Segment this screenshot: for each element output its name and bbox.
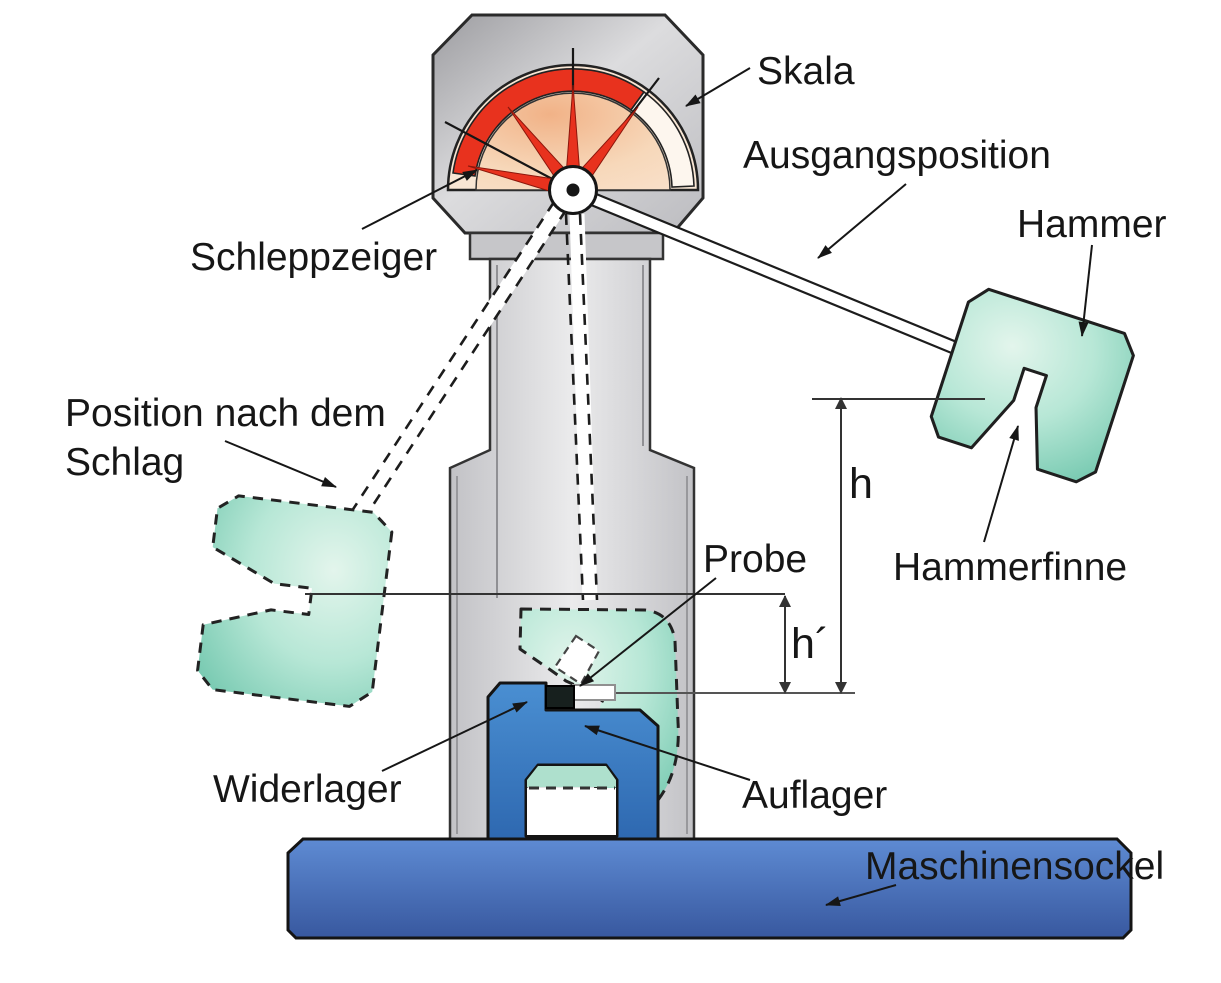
specimen (545, 685, 575, 709)
anvil-support (486, 681, 660, 842)
schleppzeiger-leader (361, 169, 478, 230)
widerlager-leader (381, 701, 528, 772)
position-after-impact-leader (224, 440, 337, 488)
machine-base (286, 837, 1133, 940)
label-position-line2: Schlag (65, 441, 185, 484)
probe-leader (579, 577, 717, 687)
hammerfinne-slot-bottom (553, 634, 601, 686)
dial-white-band (629, 90, 695, 188)
label-ausgangsposition: Ausgangsposition (743, 134, 1051, 177)
label-widerlager: Widerlager (213, 768, 402, 811)
label-height-h-prime: h´ (791, 620, 830, 668)
dimension-lines (305, 398, 985, 692)
ausgangsposition-leader (817, 183, 907, 259)
hammerfinne-leader (983, 425, 1019, 543)
hammer-after-impact-position (196, 494, 394, 708)
label-position-line1: Position nach dem (65, 392, 386, 435)
reference-tab (572, 684, 616, 701)
label-hammerfinne: Hammerfinne (893, 546, 1128, 589)
maschinensockel-leader (825, 884, 897, 906)
scale-dial (444, 48, 700, 195)
label-probe: Probe (703, 538, 808, 581)
hammer-start-position (929, 287, 1135, 484)
hammer-leader (1078, 244, 1093, 337)
skala-leader (685, 67, 751, 107)
dimension-ticks (779, 397, 847, 694)
leader-arrows (224, 67, 1093, 906)
arch-teal-band (527, 766, 616, 787)
pendulum-rod-after-impact (344, 201, 568, 529)
label-schleppzeiger: Schleppzeiger (190, 236, 438, 279)
arch-opening (527, 788, 616, 835)
pendulum-rod-bottom (564, 213, 599, 601)
label-maschinensockel: Maschinensockel (865, 845, 1165, 888)
label-hammer: Hammer (1017, 203, 1167, 246)
label-auflager: Auflager (742, 774, 888, 817)
pivot-hub (548, 165, 598, 215)
label-height-h: h (849, 460, 873, 508)
label-skala: Skala (757, 50, 855, 93)
auflager-leader (584, 725, 751, 781)
